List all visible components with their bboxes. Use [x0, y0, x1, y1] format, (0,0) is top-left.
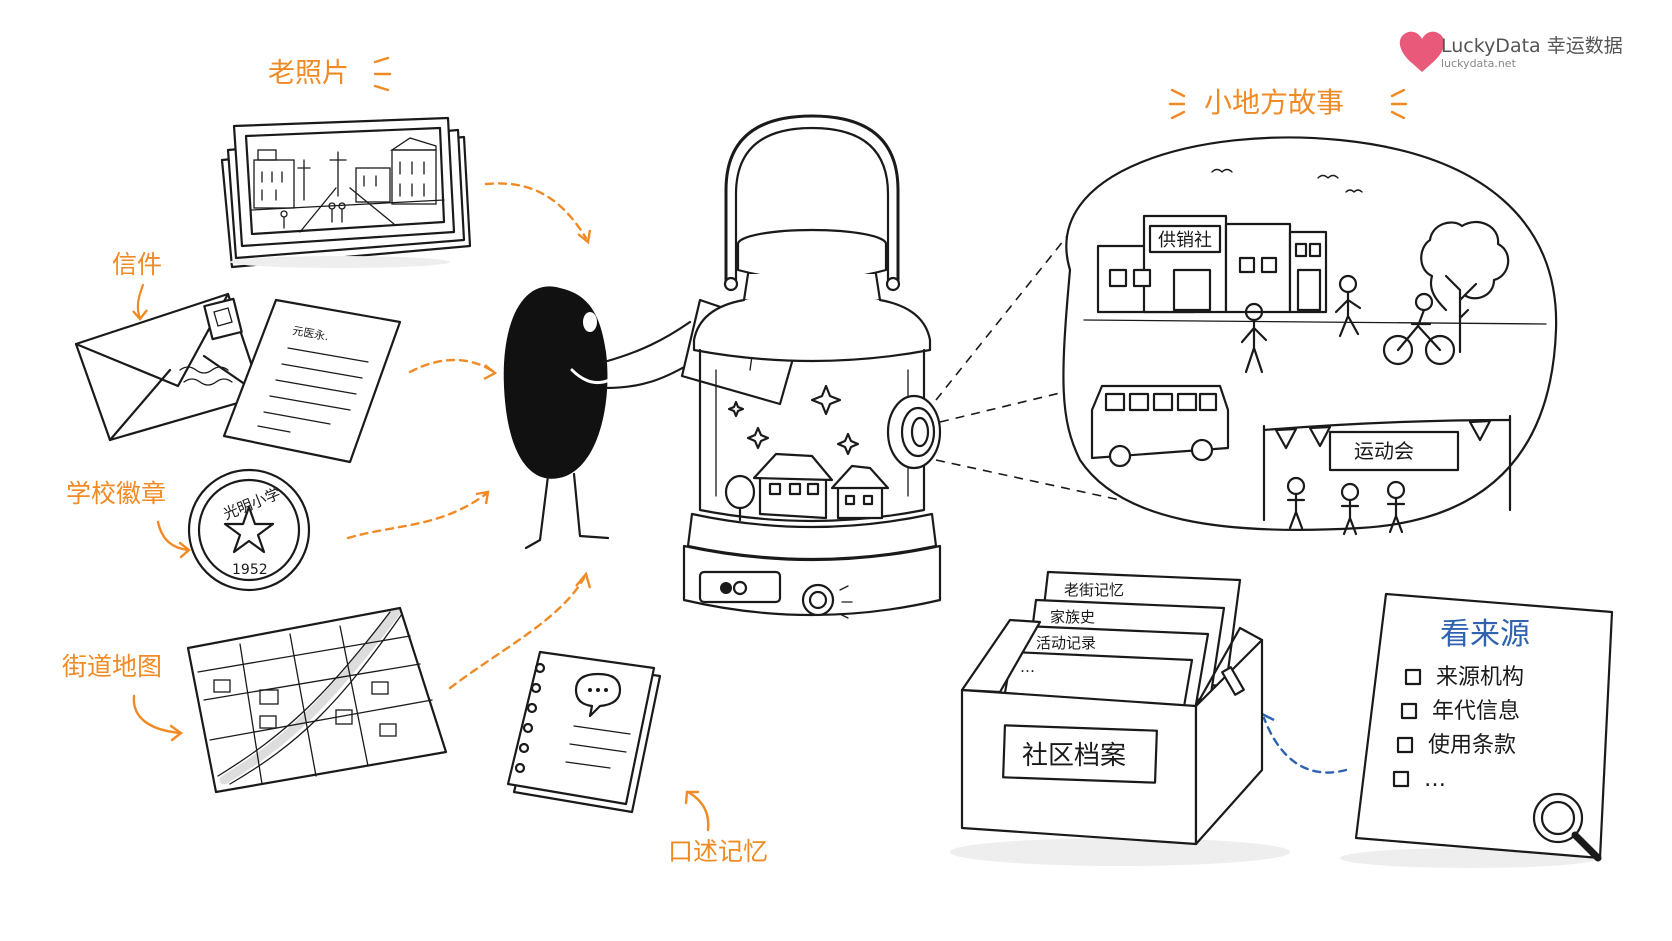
street-map: [186, 606, 448, 794]
label-street-map: 街道地图: [62, 652, 162, 681]
badge-year: 1952: [232, 562, 268, 578]
school-badge: 光明小学 1952: [187, 468, 311, 592]
coop-sign: 供销社: [1158, 230, 1212, 251]
brand-logo: LuckyData 幸运数据 luckydata.net: [1399, 31, 1623, 72]
folder-label-3: 活动记录: [1036, 634, 1096, 652]
label-letters: 信件: [112, 250, 162, 279]
source-checklist-card: [1340, 592, 1614, 868]
label-oral-memory: 口述记忆: [668, 837, 768, 866]
heart-logo-icon: [1399, 31, 1445, 72]
people: [1240, 274, 1456, 374]
sports-banner: [1262, 414, 1512, 536]
bus: [1090, 384, 1230, 468]
checklist-item-3: 使用条款: [1428, 733, 1516, 758]
star-icon: [223, 505, 275, 554]
flow-arrows: [346, 182, 1348, 774]
folder-label-4: …: [1020, 658, 1035, 676]
projection-beam: [935, 179, 1121, 501]
label-school-badge: 学校徽章: [66, 479, 166, 508]
checkbox: [1392, 668, 1422, 788]
old-photos-stack: [220, 116, 472, 269]
sparkle-icon: [727, 384, 860, 456]
miniature-town: [724, 452, 890, 522]
checklist-title: 看来源: [1440, 617, 1530, 652]
bean-character: [503, 286, 698, 550]
tree: [1420, 220, 1510, 354]
checklist-item-1: 来源机构: [1436, 665, 1524, 690]
sparkle-mark-icon: [373, 56, 392, 92]
magnifier-icon: [1532, 792, 1602, 862]
letter-paper: 元医永.: [222, 298, 402, 464]
notebook: [506, 650, 662, 814]
street-scene: [251, 137, 445, 233]
label-old-photos: 老照片: [268, 58, 349, 89]
checklist-item-2: 年代信息: [1432, 699, 1520, 724]
memory-lantern: [682, 114, 942, 619]
letter-envelope: [74, 292, 264, 442]
brand-url: luckydata.net: [1441, 57, 1517, 70]
sports-banner-text: 运动会: [1354, 439, 1414, 463]
checklist-item-4: …: [1424, 767, 1446, 792]
archive-box: [950, 570, 1290, 866]
speech-bubble-icon: [574, 672, 622, 718]
coop-store: [1096, 214, 1328, 314]
folder-label-1: 老街记忆: [1064, 581, 1124, 599]
story-title: 小地方故事: [1204, 86, 1344, 119]
folder-label-2: 家族史: [1050, 608, 1095, 626]
brand-name: LuckyData 幸运数据: [1441, 35, 1623, 57]
archive-box-label: 社区档案: [1022, 741, 1126, 771]
story-bubble: 供销社 运动会: [1062, 136, 1558, 536]
letter-salutation: 元医永.: [291, 323, 329, 343]
